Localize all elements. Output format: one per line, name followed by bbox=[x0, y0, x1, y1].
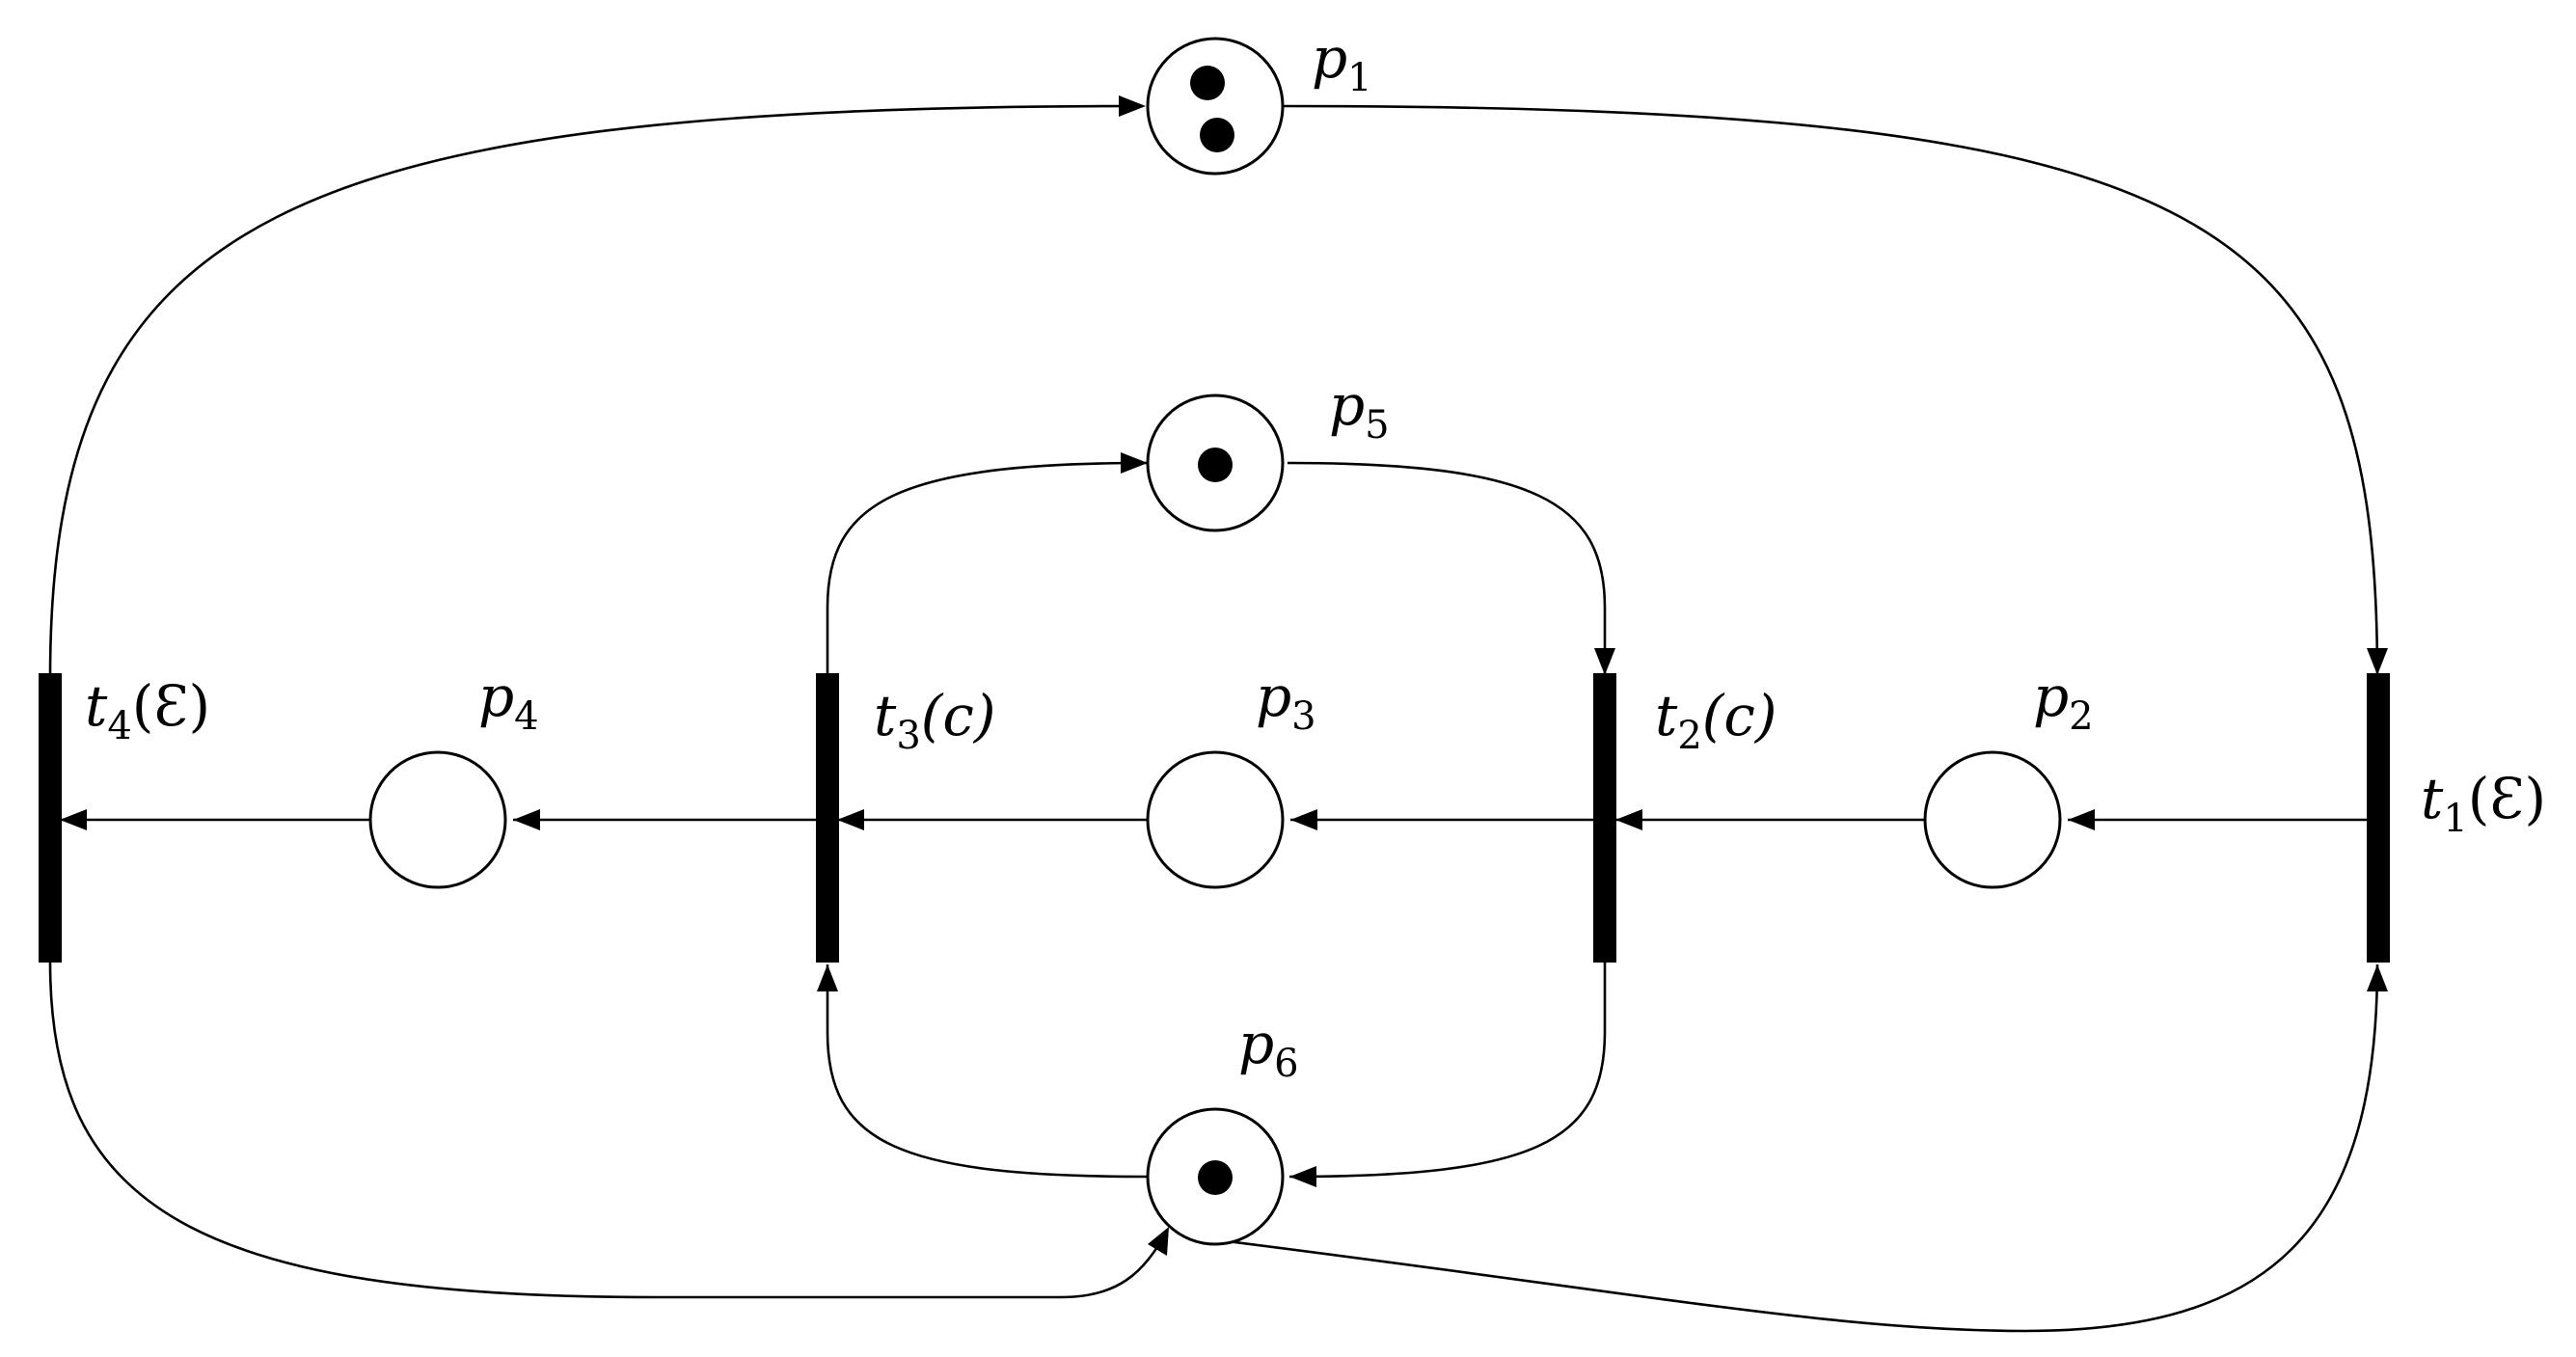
arrowhead-into-t2-left bbox=[1615, 809, 1642, 830]
label-t3: t3(c) bbox=[874, 683, 996, 758]
arcs bbox=[48, 101, 2379, 1333]
arrowhead-into-t1-top bbox=[2367, 648, 2388, 675]
place-p1-token-1 bbox=[1190, 66, 1225, 100]
arrowhead-into-t3-bottom bbox=[817, 964, 838, 991]
label-t4: t4(Ɛ) bbox=[85, 673, 210, 748]
arrowhead-into-p6-bottom bbox=[1148, 1227, 1169, 1256]
transitions bbox=[39, 673, 2390, 963]
place-p5-token-1 bbox=[1198, 448, 1233, 482]
label-p6: p6 bbox=[1238, 1011, 1299, 1086]
label-p1: p1 bbox=[1312, 25, 1372, 100]
place-p6-token-1 bbox=[1198, 1160, 1233, 1195]
arrowhead-into-t1-bottom bbox=[2367, 964, 2388, 991]
label-p2: p2 bbox=[2033, 664, 2094, 739]
arrowhead-into-p6-right bbox=[1289, 1166, 1316, 1187]
arrowhead-into-p2 bbox=[2068, 809, 2095, 830]
arrowhead-into-p5 bbox=[1121, 452, 1148, 474]
arrowhead-into-p1 bbox=[1119, 95, 1146, 117]
arrowhead-into-t3-left bbox=[837, 809, 864, 830]
place-p4 bbox=[368, 750, 507, 889]
arc-p6-to-t1 bbox=[1195, 963, 2379, 1333]
labels: p1 p5 p4 p3 p2 p6 t4(Ɛ) t3(c) t2(c) t1(Ɛ… bbox=[85, 25, 2546, 1086]
label-t2: t2(c) bbox=[1655, 683, 1777, 758]
arc-t4-to-p6 bbox=[48, 962, 1169, 1299]
transition-t1 bbox=[2367, 673, 2390, 963]
arc-p5-to-t2 bbox=[1287, 461, 1607, 675]
arrowhead-into-p4 bbox=[513, 809, 540, 830]
arrowheads bbox=[60, 95, 2388, 1256]
label-p5: p5 bbox=[1329, 372, 1390, 448]
transition-t4 bbox=[39, 673, 62, 963]
label-p4: p4 bbox=[478, 664, 539, 739]
transition-t2 bbox=[1593, 673, 1616, 963]
label-p3: p3 bbox=[1256, 664, 1316, 739]
arc-p6-to-t3 bbox=[826, 964, 1149, 1179]
places bbox=[368, 37, 2062, 1246]
arc-t4-to-p1 bbox=[48, 101, 1144, 678]
arc-p1-to-t1 bbox=[1282, 104, 2379, 678]
place-p3 bbox=[1146, 750, 1285, 889]
place-p1-token-2 bbox=[1200, 118, 1234, 152]
transition-t3 bbox=[816, 673, 839, 963]
arc-t3-to-p5 bbox=[826, 461, 1149, 677]
place-p1 bbox=[1146, 37, 1285, 176]
arrowhead-into-t4 bbox=[60, 809, 87, 830]
arrowhead-into-p3 bbox=[1290, 809, 1317, 830]
label-t1: t1(Ɛ) bbox=[2421, 766, 2546, 841]
arrowhead-into-t2-top bbox=[1594, 648, 1615, 675]
place-p2 bbox=[1923, 750, 2062, 889]
arc-t2-to-p6 bbox=[1288, 963, 1607, 1179]
